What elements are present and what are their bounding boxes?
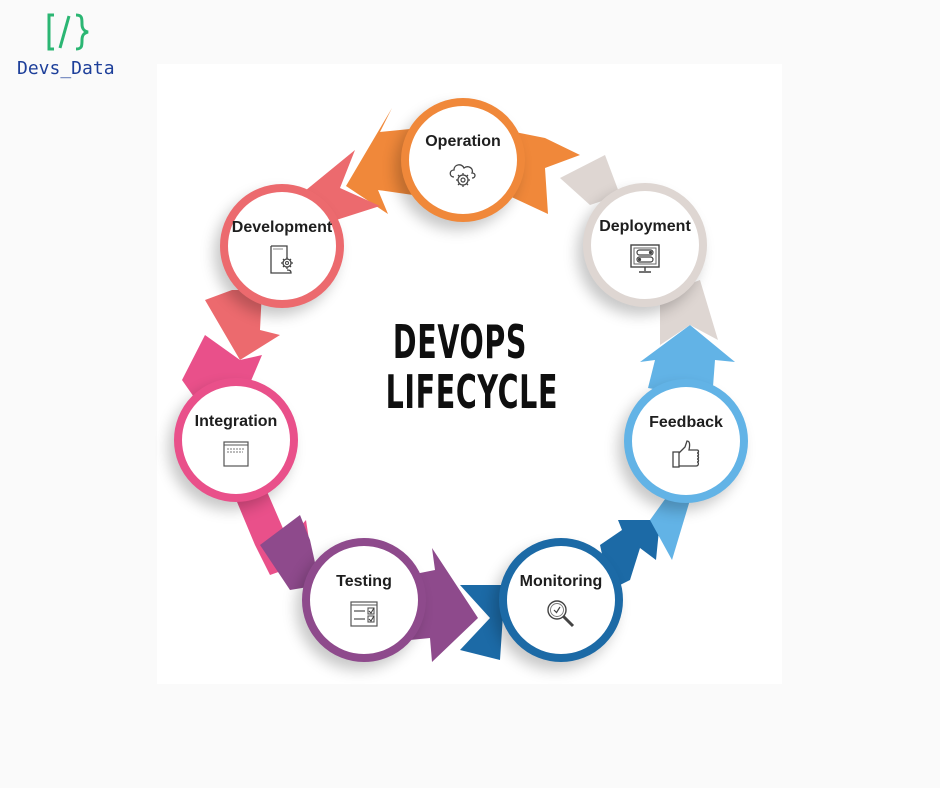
stage-deployment: Deployment (583, 183, 707, 307)
brand-logo: Devs_Data (14, 12, 124, 82)
stage-testing: Testing (302, 538, 426, 662)
title-line-2: LIFECYCLE (385, 364, 559, 419)
stage-label: Integration (194, 413, 278, 430)
stage-label: Deployment (599, 218, 691, 235)
code-bracket-slash-icon (47, 13, 89, 51)
stage-label: Testing (336, 573, 392, 590)
stage-label: Operation (425, 133, 501, 150)
cloud-gear-icon (449, 164, 476, 187)
brand-name: Devs_Data (17, 58, 115, 79)
diagram-title: DEVOPS LIFECYCLE (385, 315, 559, 419)
stage-label: Development (231, 219, 333, 236)
stage-label: Feedback (649, 414, 723, 431)
stage-feedback: Feedback (624, 379, 748, 503)
checklist-icon (350, 601, 378, 627)
title-line-1: DEVOPS (392, 315, 528, 369)
document-gear-icon (270, 245, 293, 274)
stage-integration: Integration (174, 378, 298, 502)
magnifier-check-icon (547, 600, 575, 628)
stage-operation: Operation (401, 98, 525, 222)
monitor-toggle-icon (630, 244, 660, 273)
thumbs-up-icon (672, 440, 700, 468)
window-list-icon (223, 441, 249, 467)
arrow-testing (260, 515, 478, 662)
stage-monitoring: Monitoring (499, 538, 623, 662)
arrow-feedback (640, 325, 735, 560)
stage-label: Monitoring (519, 573, 603, 590)
stage-development: Development (220, 184, 344, 308)
